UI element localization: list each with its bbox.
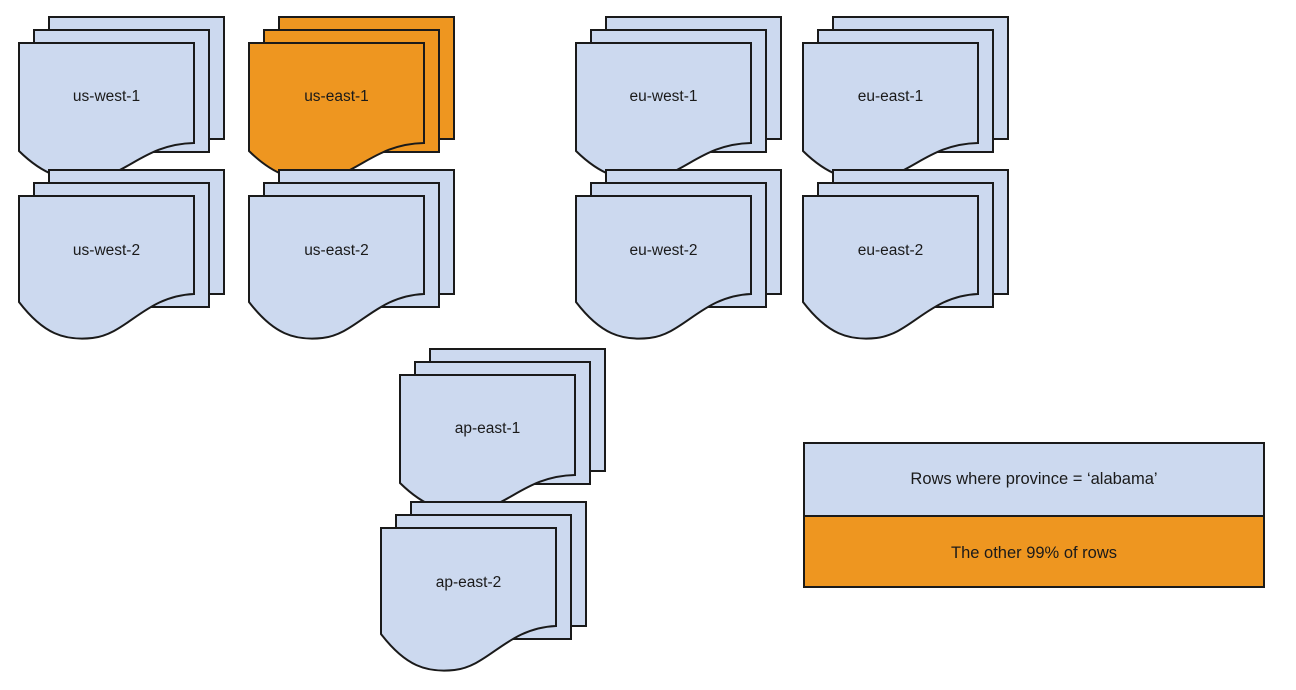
legend-label-blue: Rows where province = ‘alabama’ [910, 470, 1158, 488]
document-stack-eu-west-1[interactable]: eu-west-1 [574, 15, 793, 203]
document-stack-ap-east-1[interactable]: ap-east-1 [398, 347, 617, 535]
legend: Rows where province = ‘alabama’ The othe… [803, 442, 1265, 588]
document-sheet-front [802, 42, 979, 181]
document-stack-shape [380, 501, 587, 672]
document-stack-eu-east-2[interactable]: eu-east-2 [801, 168, 1020, 358]
document-stack-us-west-2[interactable]: us-west-2 [17, 168, 236, 358]
document-stack-eu-east-1[interactable]: eu-east-1 [801, 15, 1020, 203]
document-stack-us-east-1[interactable]: us-east-1 [247, 15, 466, 203]
document-stack-shape [575, 16, 782, 181]
document-sheet-front [575, 195, 752, 340]
document-stack-shape [802, 16, 1009, 181]
document-sheet-front [248, 42, 425, 181]
legend-row-blue: Rows where province = ‘alabama’ [805, 444, 1263, 517]
document-stack-ap-east-2[interactable]: ap-east-2 [379, 500, 598, 690]
legend-label-orange: The other 99% of rows [951, 544, 1117, 562]
document-stack-eu-west-2[interactable]: eu-west-2 [574, 168, 793, 358]
document-stack-shape [18, 16, 225, 181]
document-sheet-front [248, 195, 425, 340]
document-stack-shape [248, 169, 455, 340]
document-sheet-front [18, 195, 195, 340]
document-sheet-front [18, 42, 195, 181]
document-stack-us-east-2[interactable]: us-east-2 [247, 168, 466, 358]
document-sheet-front [399, 374, 576, 513]
legend-row-orange: The other 99% of rows [805, 517, 1263, 586]
document-stack-shape [802, 169, 1009, 340]
document-sheet-front [380, 527, 557, 672]
document-stack-shape [248, 16, 455, 181]
document-sheet-front [802, 195, 979, 340]
document-stack-shape [575, 169, 782, 340]
document-stack-shape [399, 348, 606, 513]
document-stack-shape [18, 169, 225, 340]
document-sheet-front [575, 42, 752, 181]
